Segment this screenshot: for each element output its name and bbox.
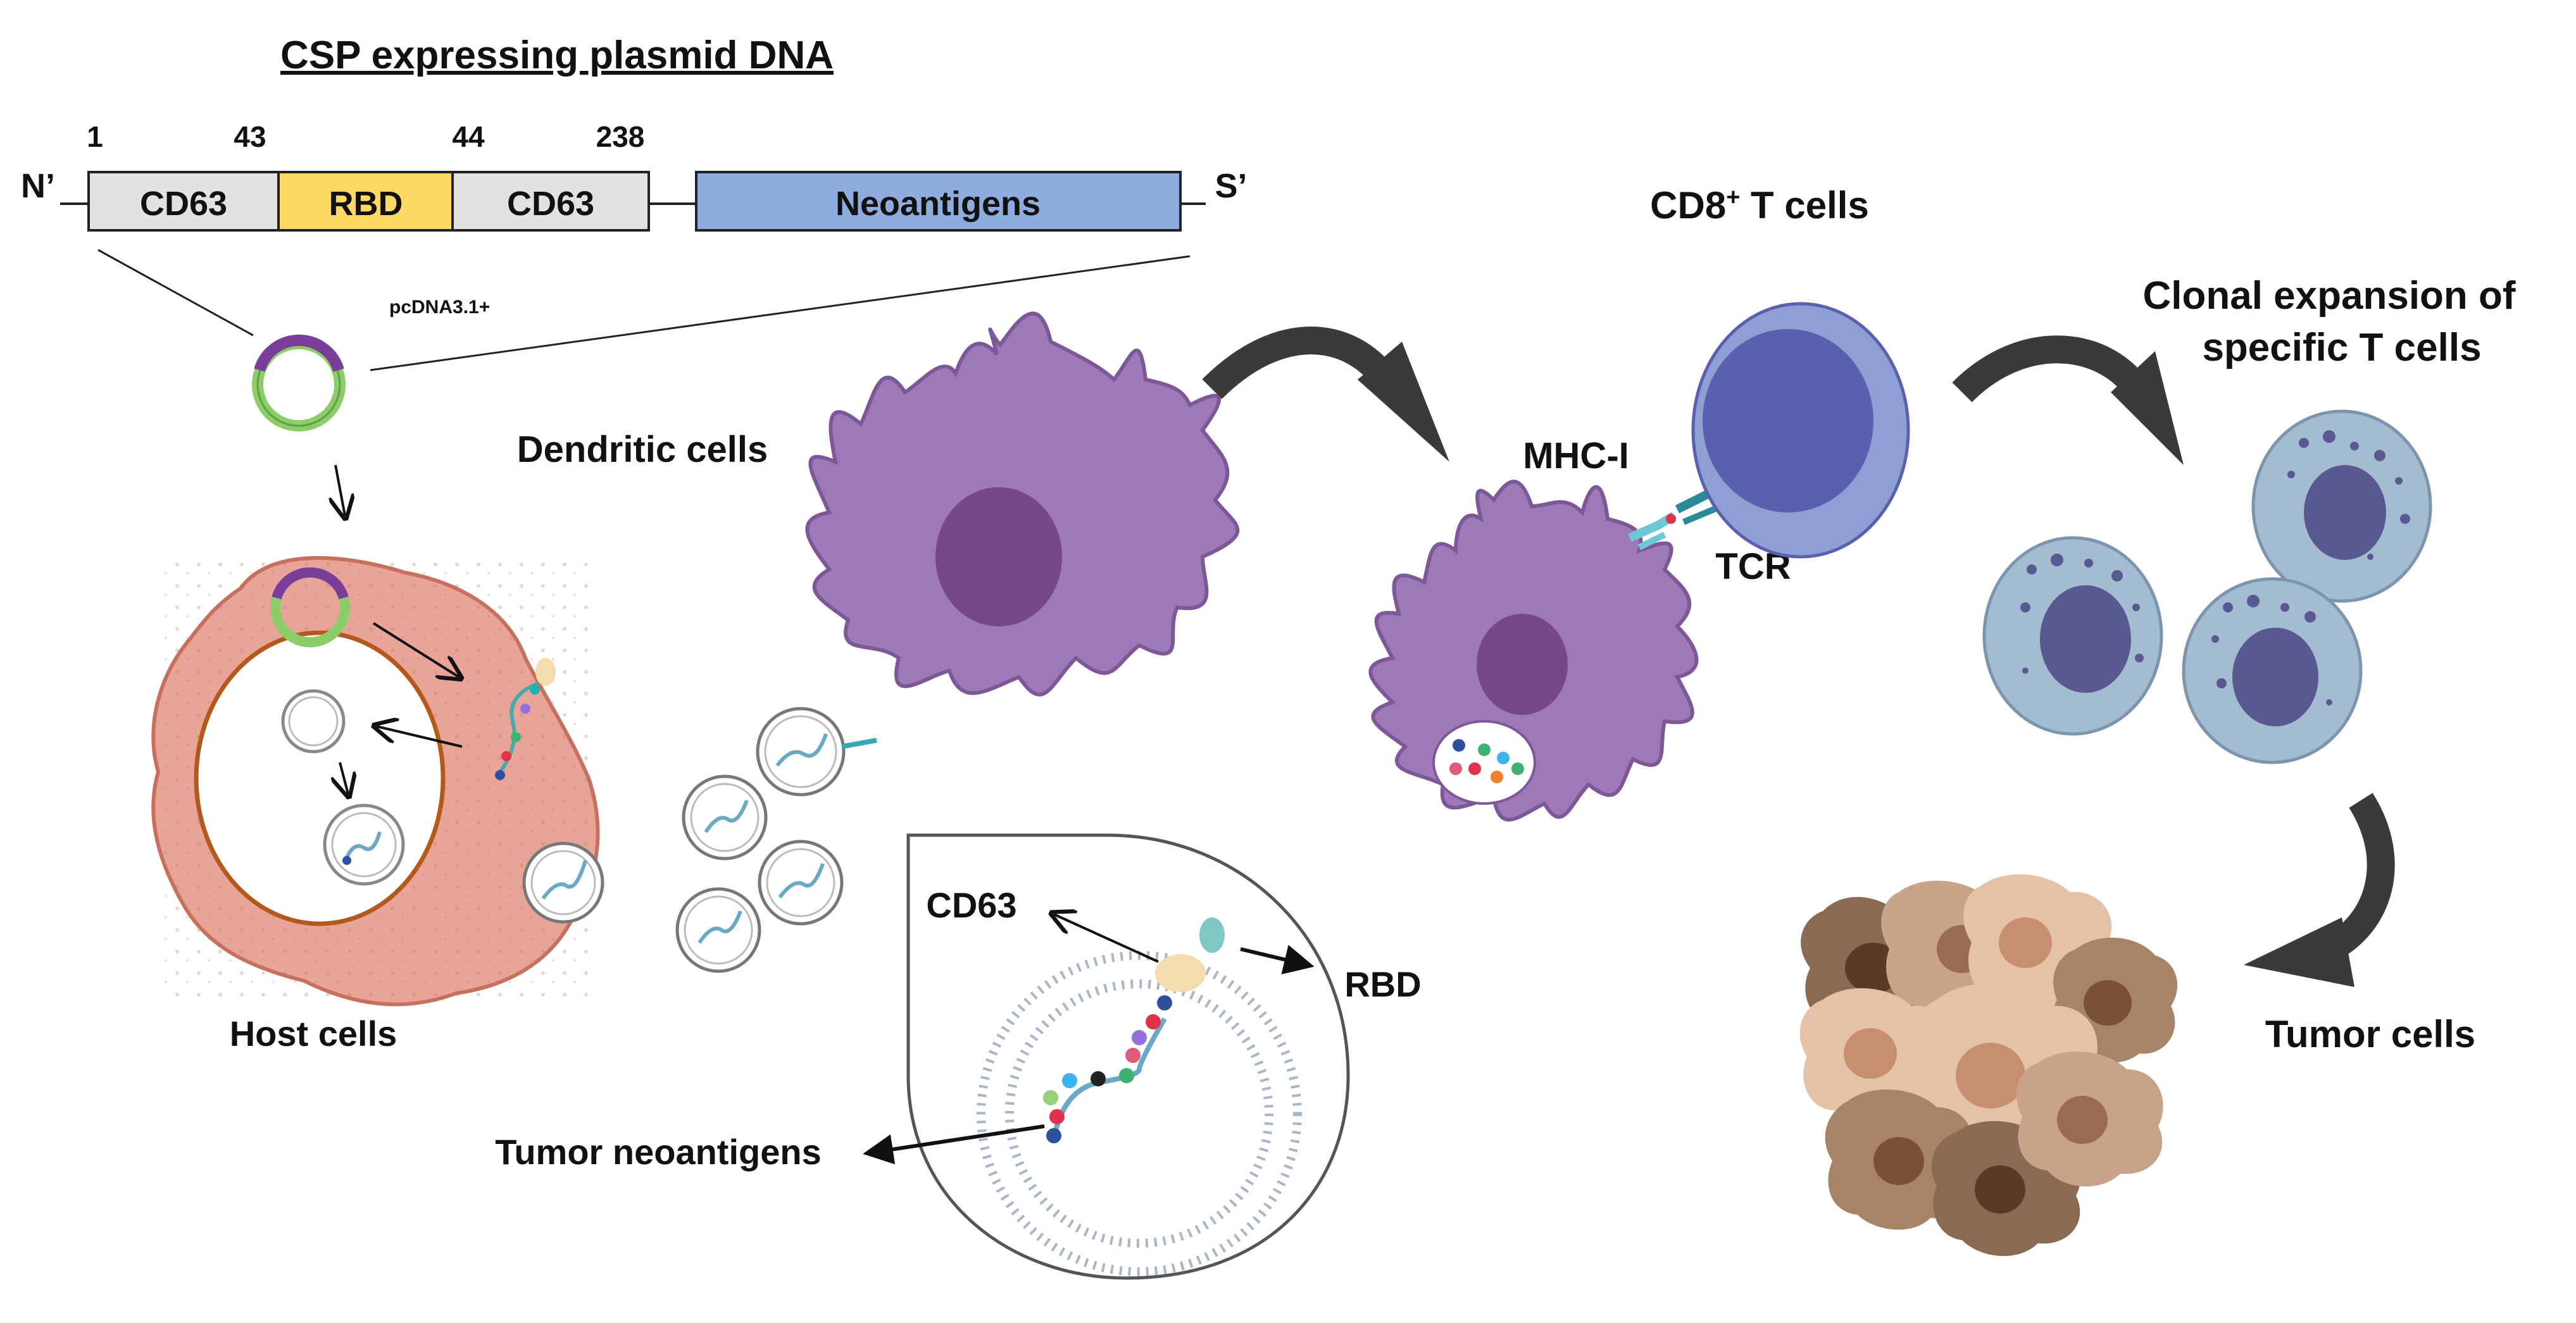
dendritic-cell-presenting <box>1368 480 1699 822</box>
construct-title: CSP expressing plasmid DNA <box>280 34 834 77</box>
plasmid-insert-arc <box>254 334 344 372</box>
s-terminus-label: S’ <box>1215 167 1247 205</box>
segment-rbd <box>277 171 454 232</box>
n-terminus-label: N’ <box>21 167 55 205</box>
tumor-neoantigens-label: Tumor neoantigens <box>495 1132 821 1172</box>
endosome-with-antigens <box>1432 720 1536 805</box>
clonal-expansion-label-line2: specific T cells <box>2202 326 2481 370</box>
arrow-to-rbd <box>1240 945 1315 975</box>
segment-cd63-2-label: CD63 <box>507 185 594 223</box>
rbd-domain <box>1199 917 1225 953</box>
curved-arrow-dc-to-presentation <box>1202 326 1397 399</box>
host-cell <box>151 556 600 1007</box>
dendritic-cells-label: Dendritic cells <box>517 429 768 470</box>
segment-neoantigens <box>695 171 1182 232</box>
exosome <box>675 887 761 973</box>
cd63-label: CD63 <box>926 885 1016 925</box>
dendritic-cell-2-nucleus <box>1477 614 1568 715</box>
expanded-t-cell <box>2251 409 2432 603</box>
position-label-238: 238 <box>596 120 645 153</box>
position-label-43: 43 <box>234 120 266 153</box>
exosome <box>682 774 768 860</box>
host-vesicle-empty <box>281 689 346 754</box>
cd8-t-cells-label: CD8+ T cells <box>1650 184 1869 227</box>
exosome <box>758 840 844 926</box>
arrow-to-cd63 <box>1054 914 1159 963</box>
curved-arrow-tcell-to-expansion <box>1952 335 2151 402</box>
arrow-host-vesicle <box>340 762 348 794</box>
plasmid-construct: CSP expressing plasmid DNA 1 43 44 238 N… <box>21 34 1247 371</box>
position-label-44: 44 <box>452 120 485 153</box>
tumor-cell <box>2016 1051 2163 1187</box>
cd63-protein <box>1155 954 1206 992</box>
exosome-zoom-inset <box>863 833 1350 1280</box>
arrow-host-translation <box>372 622 459 677</box>
tumor-cell <box>1799 988 1949 1126</box>
segment-rbd-label: RBD <box>329 185 403 223</box>
presented-peptide <box>1666 514 1676 524</box>
t-cell-nucleus <box>1703 329 1873 512</box>
host-nucleus <box>194 630 446 926</box>
plasmid-label: pcDNA3.1+ <box>389 297 490 318</box>
expanded-t-cell <box>2182 577 2363 764</box>
expanded-t-cell <box>1982 536 2163 736</box>
plasmid: pcDNA3.1+ <box>252 297 490 432</box>
segment-cd63-2 <box>451 171 650 232</box>
cd8-t-cell <box>1691 302 1910 559</box>
exosome-membrane-outer <box>977 951 1302 1276</box>
exosome-cluster <box>675 707 877 973</box>
arrow-host-packaging <box>377 726 463 748</box>
arrow-to-neoantigens <box>863 1124 1045 1165</box>
position-label-1: 1 <box>87 120 103 153</box>
host-cells-label: Host cells <box>230 1014 397 1053</box>
host-vesicle-loaded <box>323 804 405 886</box>
exosome-membrane-inner <box>1005 979 1273 1248</box>
tumor-cells-label: Tumor cells <box>2265 1013 2475 1055</box>
segment-neoantigens-label: Neoantigens <box>835 185 1041 223</box>
released-exosome <box>522 842 604 924</box>
clonal-expansion-label-line1: Clonal expansion of <box>2142 274 2515 318</box>
dendritic-cell-naive <box>805 311 1240 697</box>
arrow-plasmid-to-host <box>335 464 345 516</box>
exosome-binding-receptor <box>841 738 877 749</box>
segment-cd63-1-label: CD63 <box>140 185 227 223</box>
zoom-line-right <box>370 255 1191 371</box>
tumor-cell-cluster <box>1799 874 2178 1257</box>
rbd-label: RBD <box>1344 964 1421 1004</box>
curved-arrow-to-tumor <box>2322 793 2395 962</box>
exosome <box>756 707 846 797</box>
zoom-line-left <box>97 249 254 337</box>
dendritic-cell-nucleus <box>935 487 1062 626</box>
mhc-i-label: MHC-I <box>1523 435 1629 476</box>
